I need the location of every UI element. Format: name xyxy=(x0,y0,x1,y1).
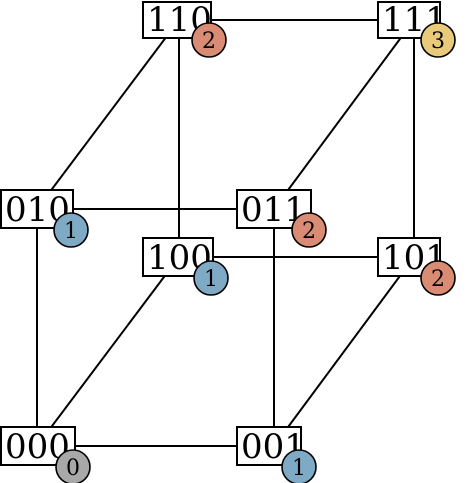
edge-101-001 xyxy=(273,256,415,447)
weight-label: 2 xyxy=(431,267,445,292)
weight-badge xyxy=(420,260,456,296)
weight-label: 1 xyxy=(204,267,218,292)
edge-100-000 xyxy=(36,256,180,447)
weight-badge xyxy=(193,260,229,296)
weight-label: 1 xyxy=(64,219,78,244)
weight-badge xyxy=(53,212,89,248)
weight-badge xyxy=(420,22,456,58)
weight-label: 1 xyxy=(292,456,306,481)
weight-label: 2 xyxy=(302,219,316,244)
weight-label: 3 xyxy=(431,29,445,54)
edge-111-011 xyxy=(273,19,415,210)
weight-label: 0 xyxy=(66,456,80,481)
weight-badge xyxy=(191,22,227,58)
edge-110-010 xyxy=(36,19,180,210)
weight-badge xyxy=(281,449,317,483)
weight-label: 2 xyxy=(202,29,216,54)
edges-layer xyxy=(36,19,415,447)
weight-badge xyxy=(55,449,91,483)
weight-badge xyxy=(291,212,327,248)
